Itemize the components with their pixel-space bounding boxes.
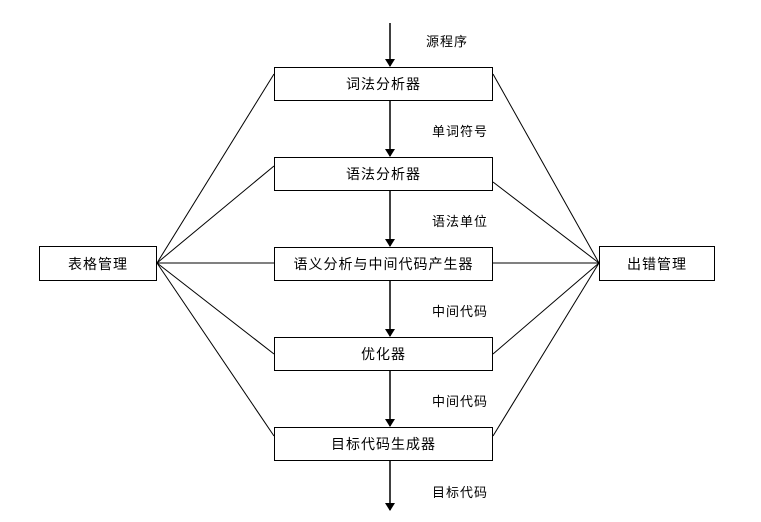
input-label: 源程序: [426, 35, 469, 50]
lexical-analyzer-box: 词法分析器: [274, 67, 493, 101]
table-management-box: 表格管理: [39, 246, 157, 281]
flow-label-intermediate-code-1: 中间代码: [432, 305, 489, 320]
output-label: 目标代码: [432, 486, 489, 501]
right-connector-1: [492, 73, 600, 264]
error-management-box: 出错管理: [599, 246, 715, 281]
semantic-analyzer-box: 语义分析与中间代码产生器: [274, 247, 493, 281]
right-connector-4: [492, 262, 600, 355]
flow-label-intermediate-code-2: 中间代码: [432, 395, 489, 410]
flow-label-syntax-units: 语法单位: [432, 215, 489, 230]
left-connector-4: [156, 262, 275, 355]
left-connector-1: [156, 73, 275, 264]
syntax-analyzer-box: 语法分析器: [274, 157, 493, 191]
right-connector-2: [492, 181, 600, 264]
code-generator-box: 目标代码生成器: [274, 427, 493, 461]
left-connector-2: [156, 165, 275, 264]
right-connector-5: [492, 262, 600, 437]
left-connector-5: [156, 262, 275, 437]
optimizer-box: 优化器: [274, 337, 493, 371]
flow-label-tokens: 单词符号: [432, 125, 489, 140]
